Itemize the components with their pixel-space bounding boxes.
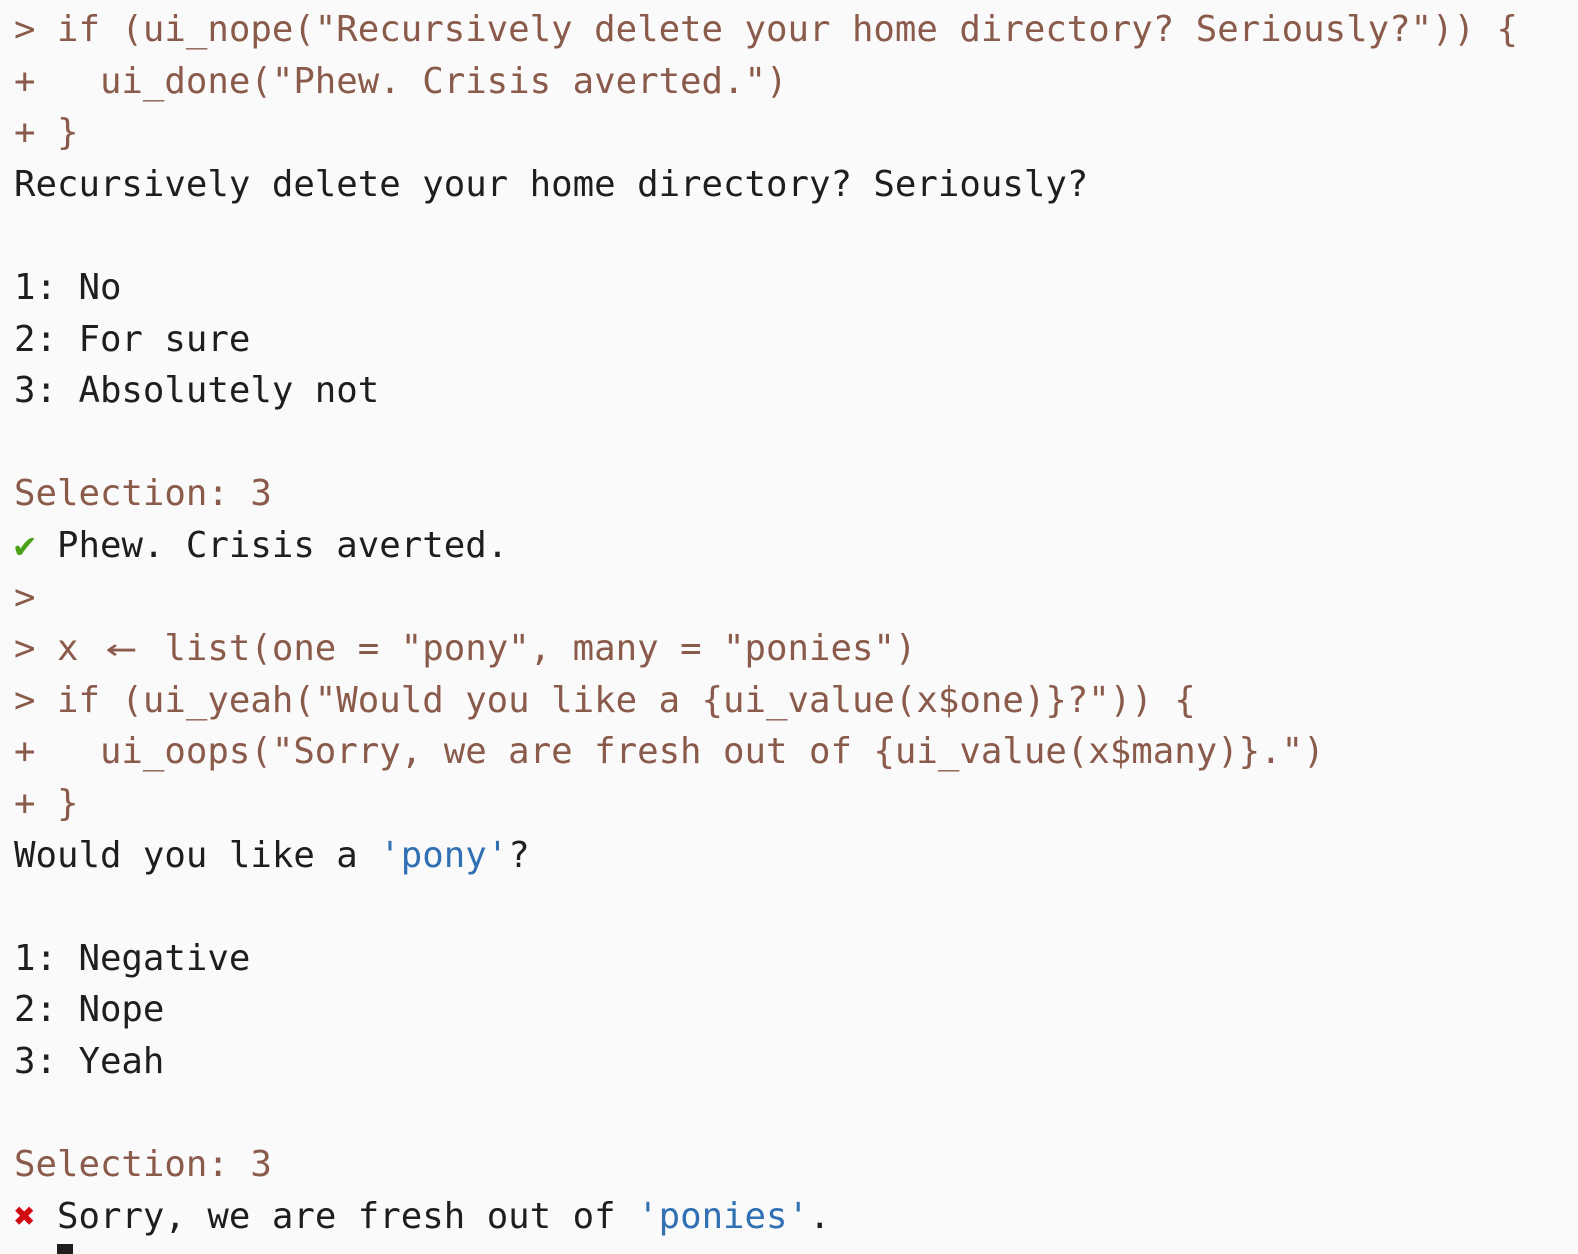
console-line: ✖ Sorry, we are fresh out of 'ponies'. bbox=[14, 1191, 1578, 1243]
console-line: 3: Absolutely not bbox=[14, 365, 1578, 417]
text-segment: + ui_done("Phew. Crisis averted.") bbox=[14, 60, 788, 102]
console-line: + ui_oops("Sorry, we are fresh out of {u… bbox=[14, 726, 1578, 778]
console-line: ✔ Phew. Crisis averted. bbox=[14, 520, 1578, 572]
console-line: + } bbox=[14, 107, 1578, 159]
console-line: > bbox=[14, 1242, 1578, 1254]
console-line bbox=[14, 417, 1578, 469]
text-segment: > bbox=[14, 1247, 57, 1254]
text-segment: + } bbox=[14, 112, 79, 154]
text-segment: ? bbox=[508, 834, 530, 876]
text-segment: > x bbox=[14, 628, 100, 670]
text-segment: Selection: 3 bbox=[14, 473, 272, 515]
check-icon: ✔ bbox=[14, 524, 36, 566]
text-segment: 1: Negative bbox=[14, 937, 251, 979]
console-line: > x ← list(one = "pony", many = "ponies"… bbox=[14, 623, 1578, 675]
console-line: > bbox=[14, 572, 1578, 624]
console-line: 1: No bbox=[14, 262, 1578, 314]
prompt-chevron: > bbox=[14, 576, 36, 618]
text-segment: Phew. Crisis averted. bbox=[35, 524, 509, 566]
console-line bbox=[14, 881, 1578, 933]
console-line: Recursively delete your home directory? … bbox=[14, 159, 1578, 211]
cross-icon: ✖ bbox=[14, 1195, 36, 1237]
console-line bbox=[14, 210, 1578, 262]
text-segment: Sorry, we are fresh out of bbox=[35, 1195, 638, 1237]
console-line: Selection: 3 bbox=[14, 1139, 1578, 1191]
text-segment: . bbox=[809, 1195, 831, 1237]
console-line: Selection: 3 bbox=[14, 468, 1578, 520]
console-line: 1: Negative bbox=[14, 933, 1578, 985]
console-line: Would you like a 'pony'? bbox=[14, 830, 1578, 882]
console-line: > if (ui_yeah("Would you like a {ui_valu… bbox=[14, 675, 1578, 727]
console-line bbox=[14, 1087, 1578, 1139]
text-segment: > if (ui_yeah("Would you like a {ui_valu… bbox=[14, 679, 1196, 721]
console-line: > if (ui_nope("Recursively delete your h… bbox=[14, 4, 1578, 56]
text-segment: 3: Yeah bbox=[14, 1040, 165, 1082]
console-line: + } bbox=[14, 778, 1578, 830]
inline-value: 'pony' bbox=[379, 834, 509, 876]
assign-arrow-icon: ← bbox=[105, 628, 138, 670]
text-segment: Selection: 3 bbox=[14, 1144, 272, 1186]
text-segment: 3: Absolutely not bbox=[14, 370, 380, 412]
text-segment: 2: For sure bbox=[14, 318, 251, 360]
console-line: 3: Yeah bbox=[14, 1036, 1578, 1088]
text-segment: Would you like a bbox=[14, 834, 380, 876]
console-line: 2: For sure bbox=[14, 314, 1578, 366]
text-segment: + ui_oops("Sorry, we are fresh out of {u… bbox=[14, 731, 1325, 773]
console-line: 2: Nope bbox=[14, 984, 1578, 1036]
text-segment: 1: No bbox=[14, 266, 122, 308]
text-segment: Recursively delete your home directory? … bbox=[14, 163, 1089, 205]
text-segment: 2: Nope bbox=[14, 989, 165, 1031]
text-segment: list(one = "pony", many = "ponies") bbox=[142, 628, 917, 670]
inline-value: 'ponies' bbox=[637, 1195, 809, 1237]
cursor-block bbox=[56, 1244, 73, 1254]
text-segment: + } bbox=[14, 782, 79, 824]
text-segment: > if (ui_nope("Recursively delete your h… bbox=[14, 9, 1518, 50]
console-line: + ui_done("Phew. Crisis averted.") bbox=[14, 56, 1578, 108]
